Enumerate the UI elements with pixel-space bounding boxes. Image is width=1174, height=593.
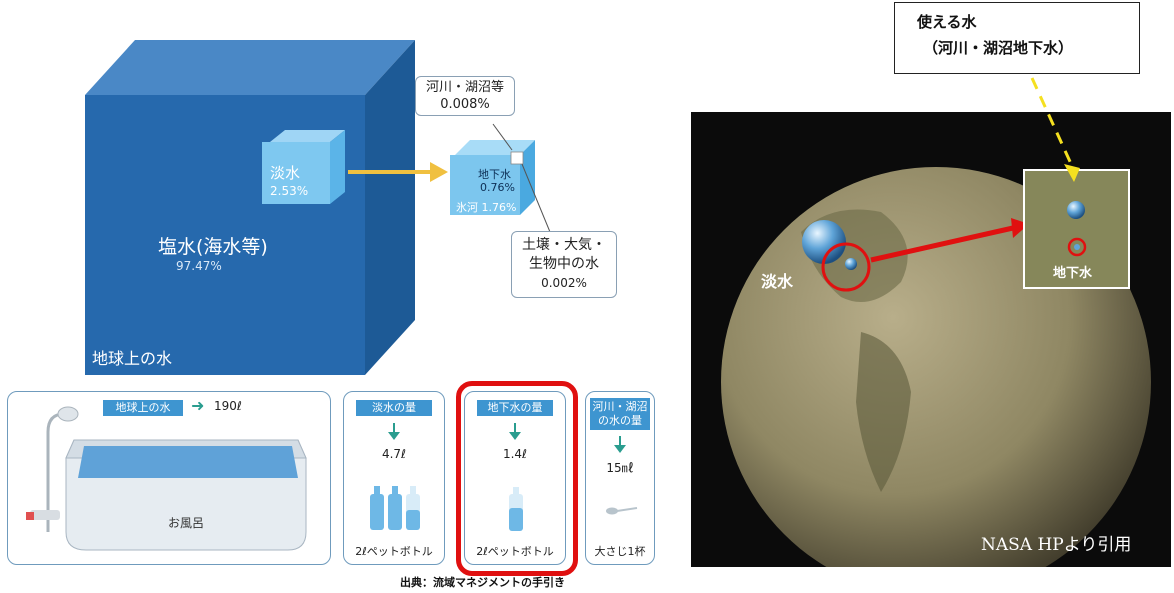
bottle-icon bbox=[509, 487, 523, 531]
zoom-arrow-line bbox=[870, 225, 1014, 263]
photo-credit: NASA HPより引用 bbox=[981, 535, 1132, 555]
groundwater-pct: 0.76% bbox=[480, 181, 515, 194]
fresh-cube-top bbox=[270, 130, 345, 142]
highlight-circle bbox=[821, 242, 871, 292]
groundwater-label: 地下水 bbox=[478, 168, 511, 181]
river-tag: 河川・湖沼 の水の量 bbox=[590, 398, 650, 430]
callout-arrow-head bbox=[1064, 164, 1080, 182]
glacier-label: 氷河 1.76% bbox=[456, 201, 517, 214]
bath-tag: 地球上の水 bbox=[103, 400, 183, 416]
bath-panel: 地球上の水 ➜ 190ℓ お風呂 bbox=[7, 391, 331, 565]
freshwater-drop bbox=[802, 220, 846, 264]
callout-box: 使える水 （河川・湖沼地下水） bbox=[894, 2, 1140, 74]
bath-amount: 190ℓ bbox=[214, 399, 242, 413]
arrow-right-icon: ➜ bbox=[191, 396, 205, 415]
earth-water-label: 地球上の水 bbox=[92, 349, 173, 368]
spoon-icon bbox=[606, 507, 638, 515]
down-arrow-icon bbox=[388, 432, 400, 440]
fresh-tag: 淡水の量 bbox=[356, 400, 432, 416]
mid-cube-front bbox=[450, 155, 520, 215]
connector-line bbox=[492, 123, 513, 151]
globe-photo: 淡水 地下水 NASA HPより引用 bbox=[691, 112, 1171, 567]
river-tag-line1: 河川・湖沼 bbox=[592, 400, 648, 413]
river-panel: 河川・湖沼 の水の量 15㎖ 大さじ1杯 bbox=[585, 391, 655, 565]
groundwater-drop bbox=[845, 258, 857, 270]
down-arrow-stem bbox=[393, 423, 395, 432]
arrow-head-icon bbox=[430, 162, 448, 182]
water-cube-diagram bbox=[85, 40, 551, 375]
bath-caption: お風呂 bbox=[168, 516, 205, 530]
big-cube-side bbox=[365, 40, 415, 375]
fresh-water-pct: 2.53% bbox=[270, 184, 309, 198]
photo-fresh-label: 淡水 bbox=[761, 272, 794, 291]
callout-line1: 使える水 bbox=[917, 13, 977, 31]
fresh-amount: 4.7ℓ bbox=[381, 447, 407, 461]
river-amount: 15㎖ bbox=[606, 461, 634, 475]
salt-water-label: 塩水(海水等) bbox=[158, 236, 268, 258]
down-arrow-icon bbox=[509, 432, 521, 440]
connector-line bbox=[521, 163, 551, 233]
ground-panel: 地下水の量 1.4ℓ 2ℓペットボトル bbox=[464, 391, 566, 565]
continent-south-america bbox=[856, 332, 911, 492]
fresh-panel: 淡水の量 4.7ℓ 2ℓペットボトル bbox=[343, 391, 445, 565]
ground-caption: 2ℓペットボトル bbox=[476, 545, 554, 558]
bathtub-illustration bbox=[26, 406, 307, 551]
bottles-icon bbox=[370, 486, 420, 530]
callout-line2: （河川・湖沼地下水） bbox=[923, 39, 1074, 57]
river-tag-line2: の水の量 bbox=[598, 414, 642, 427]
rivers-label-box: 河川・湖沼等 0.008% bbox=[415, 76, 515, 116]
down-arrow-icon bbox=[614, 445, 626, 453]
rivers-pct: 0.008% bbox=[440, 97, 490, 112]
inset-drop bbox=[1067, 201, 1085, 219]
callout-dash-line bbox=[1030, 77, 1074, 167]
ground-tag: 地下水の量 bbox=[477, 400, 553, 416]
soil-label-box: 土壌・大気・ 生物中の水 0.002% bbox=[511, 231, 617, 298]
source-note: 出典：流域マネジメントの手引き bbox=[400, 576, 565, 589]
fresh-cube-front bbox=[262, 142, 330, 204]
zoom-inset bbox=[1023, 169, 1130, 289]
river-caption: 大さじ1杯 bbox=[594, 545, 646, 558]
down-arrow-stem bbox=[619, 436, 621, 445]
fresh-cube-side bbox=[330, 130, 345, 204]
soil-label-line1: 土壌・大気・ bbox=[522, 237, 606, 253]
tiny-cube bbox=[510, 151, 524, 165]
ground-amount: 1.4ℓ bbox=[502, 447, 528, 461]
mid-cube-top bbox=[455, 140, 535, 155]
highlight-frame bbox=[456, 381, 578, 576]
salt-water-pct: 97.47% bbox=[176, 259, 222, 273]
callout-arrow bbox=[1030, 77, 1080, 182]
rivers-label: 河川・湖沼等 bbox=[425, 80, 504, 95]
inset-small-drop bbox=[1074, 244, 1080, 250]
fresh-caption: 2ℓペットボトル bbox=[355, 545, 433, 558]
big-cube-top bbox=[85, 40, 415, 95]
globe-illustration bbox=[721, 167, 1151, 567]
fresh-water-label: 淡水 bbox=[270, 164, 301, 182]
photo-ground-label: 地下水 bbox=[1053, 266, 1093, 281]
soil-label-line2: 生物中の水 bbox=[529, 256, 599, 272]
soil-pct: 0.002% bbox=[541, 276, 587, 290]
down-arrow-stem bbox=[514, 423, 516, 432]
inset-highlight-circle bbox=[1067, 237, 1087, 257]
